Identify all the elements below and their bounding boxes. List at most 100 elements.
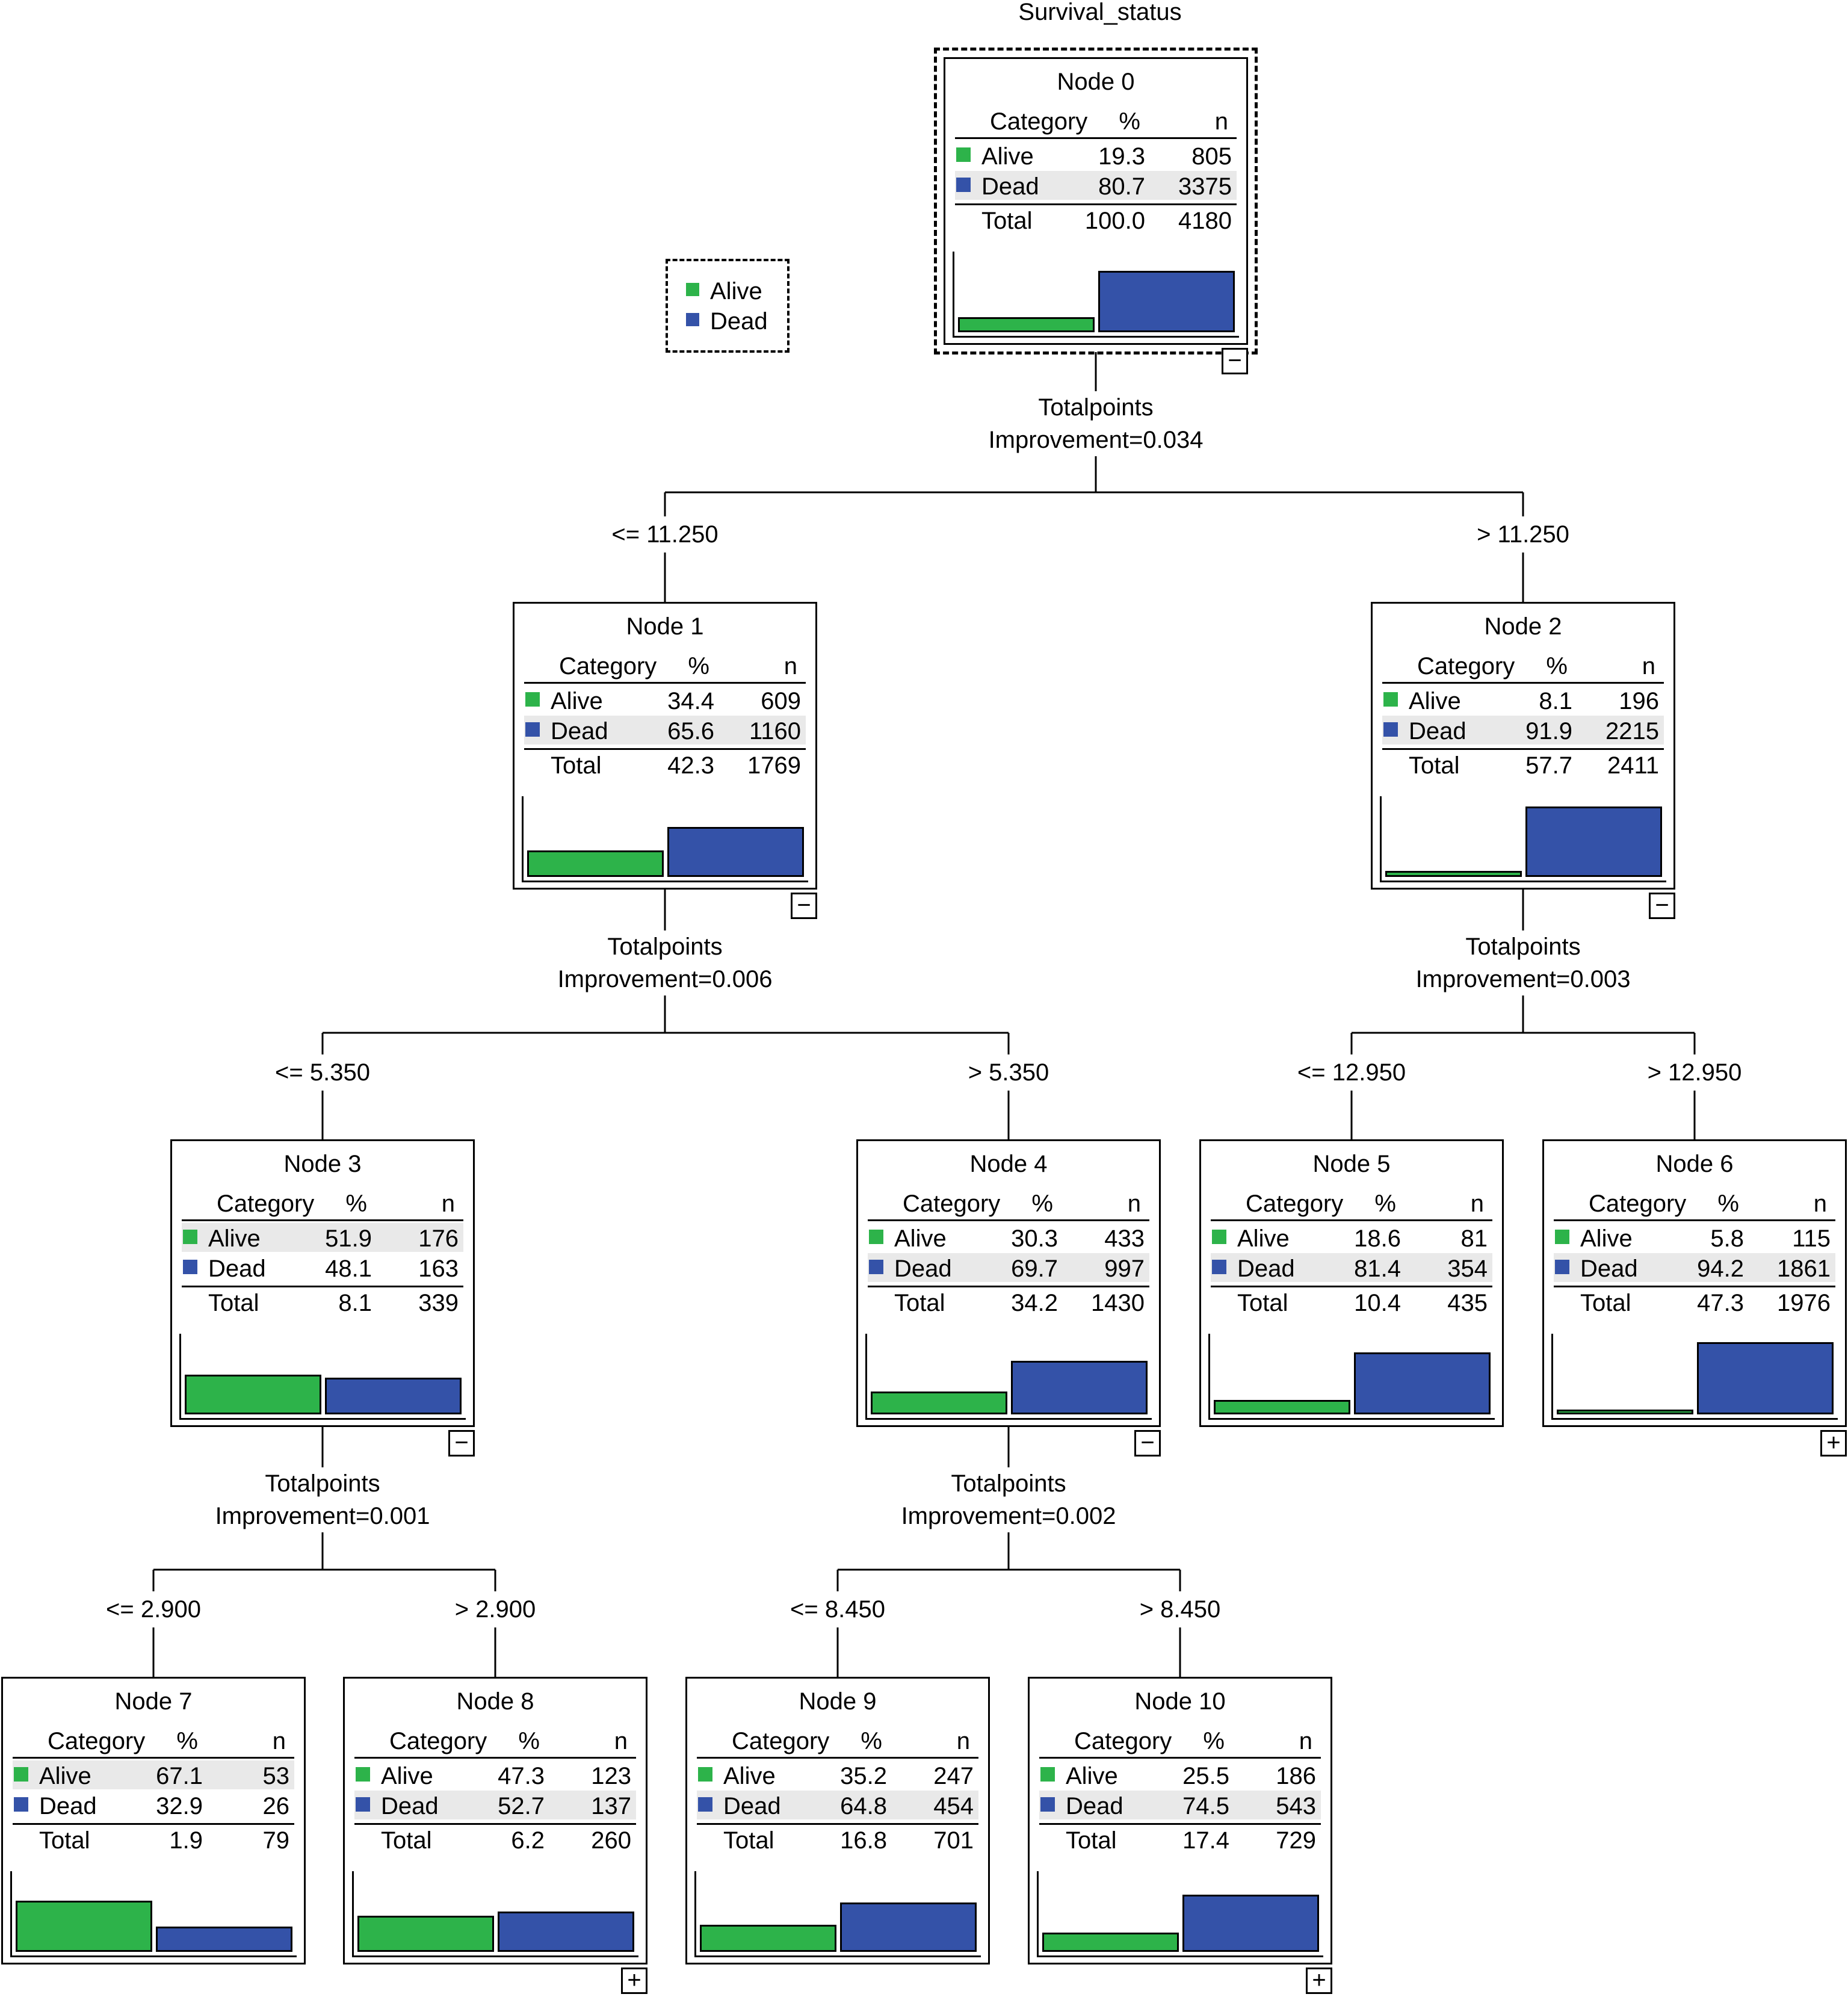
total-label: Total: [1066, 1827, 1117, 1854]
row-count: 123: [591, 1763, 631, 1789]
row-count: 805: [1191, 143, 1232, 170]
total-percent: 16.8: [840, 1827, 887, 1854]
legend-alive-swatch: [686, 283, 699, 296]
header-n: n: [1127, 1190, 1141, 1217]
split-condition-right: > 5.350: [968, 1059, 1049, 1086]
dead-swatch: [698, 1797, 712, 1812]
alive-swatch: [1212, 1230, 1226, 1244]
row-count: 196: [1619, 688, 1659, 714]
dead-swatch: [1383, 722, 1398, 737]
alive-bar: [527, 850, 664, 877]
tree-node-2[interactable]: Node 2 Category % n Alive 8.1 196 Dead 9…: [1371, 602, 1675, 919]
split-condition-left: <= 12.950: [1297, 1059, 1406, 1086]
node-table-header: Category % n: [868, 1189, 1149, 1221]
diagram-title: Survival_status: [1018, 0, 1182, 25]
header-percent: %: [1119, 108, 1140, 135]
row-category: Alive: [381, 1763, 433, 1789]
dead-swatch: [356, 1797, 370, 1812]
legend-alive-label: Alive: [710, 278, 762, 305]
row-count: 997: [1104, 1255, 1145, 1282]
row-count: 454: [933, 1793, 974, 1819]
dead-swatch: [1555, 1260, 1569, 1274]
node-table-header: Category % n: [1039, 1727, 1321, 1759]
row-percent: 25.5: [1182, 1763, 1229, 1789]
tree-node-1[interactable]: Node 1 Category % n Alive 34.4 609 Dead …: [513, 602, 817, 919]
node-row-alive: Alive 51.9 176: [182, 1223, 463, 1252]
node-bar-chart: [179, 1334, 466, 1420]
total-label: Total: [551, 752, 602, 779]
alive-bar: [16, 1901, 152, 1952]
node-table-header: Category % n: [955, 107, 1237, 139]
row-count: 186: [1276, 1763, 1316, 1789]
tree-node-7[interactable]: Node 7 Category % n Alive 67.1 53 Dead 3…: [1, 1677, 306, 1964]
tree-node-10[interactable]: Node 10 Category % n Alive 25.5 186 Dead…: [1028, 1677, 1332, 1994]
total-label: Total: [1580, 1290, 1631, 1316]
node-bar-chart: [1037, 1871, 1323, 1957]
split-variable: Totalpoints: [1465, 933, 1581, 960]
tree-node-8[interactable]: Node 8 Category % n Alive 47.3 123 Dead …: [343, 1677, 647, 1994]
collapse-button[interactable]: −: [448, 1430, 475, 1457]
dead-bar: [1098, 271, 1235, 332]
row-percent: 48.1: [325, 1255, 372, 1282]
legend: Alive Dead: [666, 259, 790, 353]
tree-node-5[interactable]: Node 5 Category % n Alive 18.6 81 Dead 8…: [1199, 1139, 1504, 1427]
node-table-header: Category % n: [1554, 1189, 1835, 1221]
total-label: Total: [208, 1290, 259, 1316]
node-row-alive: Alive 25.5 186: [1039, 1760, 1321, 1789]
total-label: Total: [981, 208, 1033, 234]
alive-swatch: [698, 1767, 712, 1782]
row-percent: 35.2: [840, 1763, 887, 1789]
row-count: 433: [1104, 1225, 1145, 1252]
expand-button[interactable]: +: [621, 1967, 647, 1994]
collapse-button[interactable]: −: [1649, 893, 1675, 919]
split-variable: Totalpoints: [607, 933, 723, 960]
collapse-button[interactable]: −: [1222, 348, 1248, 374]
tree-node-4[interactable]: Node 4 Category % n Alive 30.3 433 Dead …: [856, 1139, 1161, 1457]
collapse-button[interactable]: −: [791, 893, 817, 919]
row-category: Dead: [1237, 1255, 1295, 1282]
node-row-total: Total 34.2 1430: [868, 1286, 1149, 1316]
tree-node-3[interactable]: Node 3 Category % n Alive 51.9 176 Dead …: [170, 1139, 475, 1457]
row-count: 176: [418, 1225, 459, 1252]
dead-bar: [325, 1378, 462, 1414]
node-title: Node 3: [283, 1151, 362, 1177]
header-percent: %: [1717, 1190, 1739, 1217]
split-condition-left: <= 11.250: [611, 521, 718, 548]
row-category: Dead: [381, 1793, 439, 1819]
node-row-alive: Alive 47.3 123: [354, 1760, 636, 1789]
split-condition-left: <= 5.350: [275, 1059, 370, 1086]
row-count: 1861: [1777, 1255, 1831, 1282]
row-percent: 80.7: [1098, 173, 1145, 200]
dead-swatch: [956, 178, 971, 192]
expand-button[interactable]: +: [1306, 1967, 1332, 1994]
node-row-dead: Dead 91.9 2215: [1382, 716, 1664, 745]
row-percent: 94.2: [1697, 1255, 1744, 1282]
row-count: 3375: [1178, 173, 1232, 200]
row-category: Alive: [981, 143, 1034, 170]
total-label: Total: [894, 1290, 945, 1316]
dead-swatch: [1212, 1260, 1226, 1274]
total-count: 339: [418, 1290, 459, 1316]
alive-swatch: [356, 1767, 370, 1782]
row-category: Alive: [1066, 1763, 1118, 1789]
tree-node-0[interactable]: Node 0 Category % n Alive 19.3 805 Dead …: [934, 48, 1258, 374]
row-percent: 30.3: [1011, 1225, 1058, 1252]
expand-button[interactable]: +: [1820, 1430, 1847, 1457]
node-bar-chart: [694, 1871, 981, 1957]
node-bar-chart: [865, 1334, 1152, 1420]
alive-swatch: [1383, 692, 1398, 707]
node-row-total: Total 1.9 79: [13, 1823, 294, 1854]
header-percent: %: [1031, 1190, 1053, 1217]
row-percent: 19.3: [1098, 143, 1145, 170]
tree-node-9[interactable]: Node 9 Category % n Alive 35.2 247 Dead …: [685, 1677, 990, 1964]
alive-bar: [357, 1916, 494, 1952]
node-row-total: Total 57.7 2411: [1382, 748, 1664, 779]
total-label: Total: [723, 1827, 774, 1854]
tree-node-6[interactable]: Node 6 Category % n Alive 5.8 115 Dead 9…: [1542, 1139, 1847, 1457]
node-row-alive: Alive 19.3 805: [955, 141, 1237, 170]
row-category: Alive: [39, 1763, 91, 1789]
collapse-button[interactable]: −: [1134, 1430, 1161, 1457]
